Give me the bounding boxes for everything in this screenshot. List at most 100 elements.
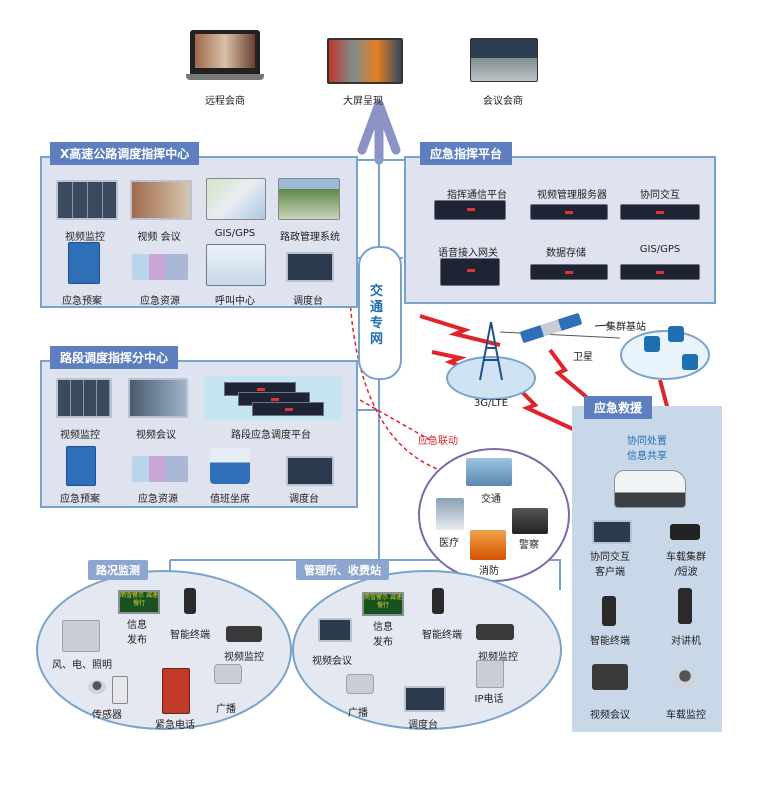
emergency-resource-icon bbox=[132, 254, 188, 280]
x-center-item-1: 视频 会议 bbox=[137, 232, 181, 243]
ep-item-5: GIS/GPS bbox=[639, 244, 681, 255]
sub-center-item-0: 视频监控 bbox=[60, 430, 100, 441]
rescue-item-1: 车载集群 /短波 bbox=[666, 552, 706, 578]
fire-agency-image bbox=[470, 530, 506, 560]
x-center-item-4: 应急预案 bbox=[62, 296, 102, 307]
cell-tower-icon bbox=[479, 321, 503, 381]
sub-center-item-1: 视频会议 bbox=[136, 430, 176, 441]
road-item-5: 传感器 bbox=[92, 710, 122, 721]
road-smart-terminal-icon bbox=[184, 588, 196, 614]
data-storage-icon bbox=[530, 264, 608, 280]
traffic-agency-image bbox=[466, 458, 512, 486]
police-agency-image bbox=[512, 508, 548, 534]
base-station-icon-2 bbox=[668, 326, 684, 342]
cluster-station-label: 集群基站 bbox=[606, 322, 646, 333]
sensor-icon bbox=[88, 680, 106, 694]
collaboration-server-icon bbox=[620, 204, 700, 220]
ep-item-3: 语音接入网关 bbox=[438, 248, 498, 259]
rescue-item-0: 协同交互 客户端 bbox=[590, 552, 630, 578]
voice-gateway-icon bbox=[440, 258, 500, 286]
x-center-item-5: 应急资源 bbox=[140, 296, 180, 307]
sub-dispatch-console-icon bbox=[286, 456, 334, 486]
sub-center-item-4: 应急资源 bbox=[138, 494, 178, 505]
station-item-3: 视频监控 bbox=[478, 652, 518, 663]
command-vehicle-image bbox=[614, 470, 686, 508]
video-conference-icon bbox=[130, 180, 192, 220]
linkage-dashed-line bbox=[349, 299, 441, 471]
x-center-title: X高速公路调度指挥中心 bbox=[50, 142, 200, 165]
sub-emergency-plan-icon bbox=[66, 446, 96, 486]
rescue-subtitle: 协同处置 信息共享 bbox=[627, 436, 667, 462]
agency-1: 医疗 bbox=[439, 538, 459, 549]
rescue-item-2: 智能终端 bbox=[590, 636, 630, 647]
x-center-item-3: 路政管理系统 bbox=[280, 232, 340, 243]
road-item-0: 信息 发布 bbox=[127, 620, 147, 646]
cellular-cloud bbox=[446, 356, 536, 400]
station-camera-icon bbox=[476, 624, 514, 640]
road-item-3: 风、电、照明 bbox=[52, 660, 112, 671]
rescue-item-5: 车载监控 bbox=[666, 710, 706, 721]
road-item-2: 视频监控 bbox=[224, 652, 264, 663]
dispatch-console-icon bbox=[286, 252, 334, 282]
base-station-icon-3 bbox=[682, 354, 698, 370]
wireless-link-4 bbox=[548, 348, 592, 402]
x-center-item-0: 视频监控 bbox=[65, 232, 105, 243]
video-server-icon bbox=[530, 204, 608, 220]
sub-center-item-3: 应急预案 bbox=[60, 494, 100, 505]
road-admin-system-icon bbox=[278, 178, 340, 220]
rescue-video-conference-icon bbox=[592, 664, 628, 690]
station-item-5: 调度台 bbox=[408, 720, 438, 731]
emergency-platform-title: 应急指挥平台 bbox=[420, 142, 513, 165]
big-screen-image bbox=[327, 38, 403, 84]
emergency-phone-icon bbox=[162, 668, 190, 714]
rescue-title: 应急救援 bbox=[584, 396, 653, 419]
station-dispatch-console-icon bbox=[404, 686, 446, 712]
rescue-item-3: 对讲机 bbox=[671, 636, 701, 647]
road-camera-icon bbox=[226, 626, 262, 642]
rescue-item-4: 视频会议 bbox=[590, 710, 630, 721]
smart-terminal-icon bbox=[602, 596, 616, 626]
command-platform-server-icon bbox=[434, 200, 506, 220]
ep-item-4: 数据存储 bbox=[546, 248, 586, 259]
gis-server-icon bbox=[620, 264, 700, 280]
wireless-link-1 bbox=[419, 314, 501, 347]
station-item-0: 信息 发布 bbox=[373, 622, 393, 648]
traffic-network-cloud bbox=[358, 246, 402, 380]
remote-meeting-label: 远程会商 bbox=[205, 96, 245, 107]
ip-phone-icon bbox=[476, 660, 504, 688]
station-led-sign: 雨雪警示 减速慢行 bbox=[362, 592, 404, 616]
sub-center-item-6: 调度台 bbox=[289, 494, 319, 505]
video-monitor-icon bbox=[56, 180, 118, 220]
wireless-link-6 bbox=[594, 324, 611, 327]
gis-gps-map-icon bbox=[206, 178, 266, 220]
sub-dispatch-platform-icon bbox=[204, 376, 342, 420]
vehicle-camera-icon bbox=[674, 668, 696, 688]
agency-3: 消防 bbox=[479, 566, 499, 577]
satellite-label: 卫星 bbox=[573, 352, 593, 363]
road-item-4: 广播 bbox=[216, 704, 236, 715]
station-item-6: IP电话 bbox=[474, 694, 504, 705]
x-center-item-2: GIS/GPS bbox=[214, 228, 256, 239]
sensor-device-icon bbox=[112, 676, 128, 704]
road-led-sign: 雨雪警示 减速慢行 bbox=[118, 590, 160, 614]
station-video-conference-icon bbox=[318, 618, 352, 642]
road-broadcast-icon bbox=[214, 664, 242, 684]
vehicle-trunking-radio-icon bbox=[670, 524, 700, 540]
walkie-talkie-icon bbox=[678, 588, 692, 624]
medical-agency-image bbox=[436, 498, 464, 530]
x-center-item-7: 调度台 bbox=[293, 296, 323, 307]
collaboration-client-icon bbox=[592, 520, 632, 544]
road-item-6: 紧急电话 bbox=[155, 720, 195, 731]
station-broadcast-icon bbox=[346, 674, 374, 694]
admin-station-title: 管理所、收费站 bbox=[296, 560, 389, 580]
sub-video-monitor-icon bbox=[56, 378, 112, 418]
conference-image bbox=[470, 38, 538, 82]
remote-meeting-image bbox=[186, 30, 264, 80]
agency-0: 交通 bbox=[481, 494, 501, 505]
station-item-2: 视频会议 bbox=[312, 656, 352, 667]
station-smart-terminal-icon bbox=[432, 588, 444, 614]
call-center-icon bbox=[206, 244, 266, 286]
traffic-network-label: 交通专网 bbox=[370, 284, 384, 347]
agency-2: 警察 bbox=[519, 540, 539, 551]
cellular-label: 3G/LTE bbox=[473, 398, 509, 409]
